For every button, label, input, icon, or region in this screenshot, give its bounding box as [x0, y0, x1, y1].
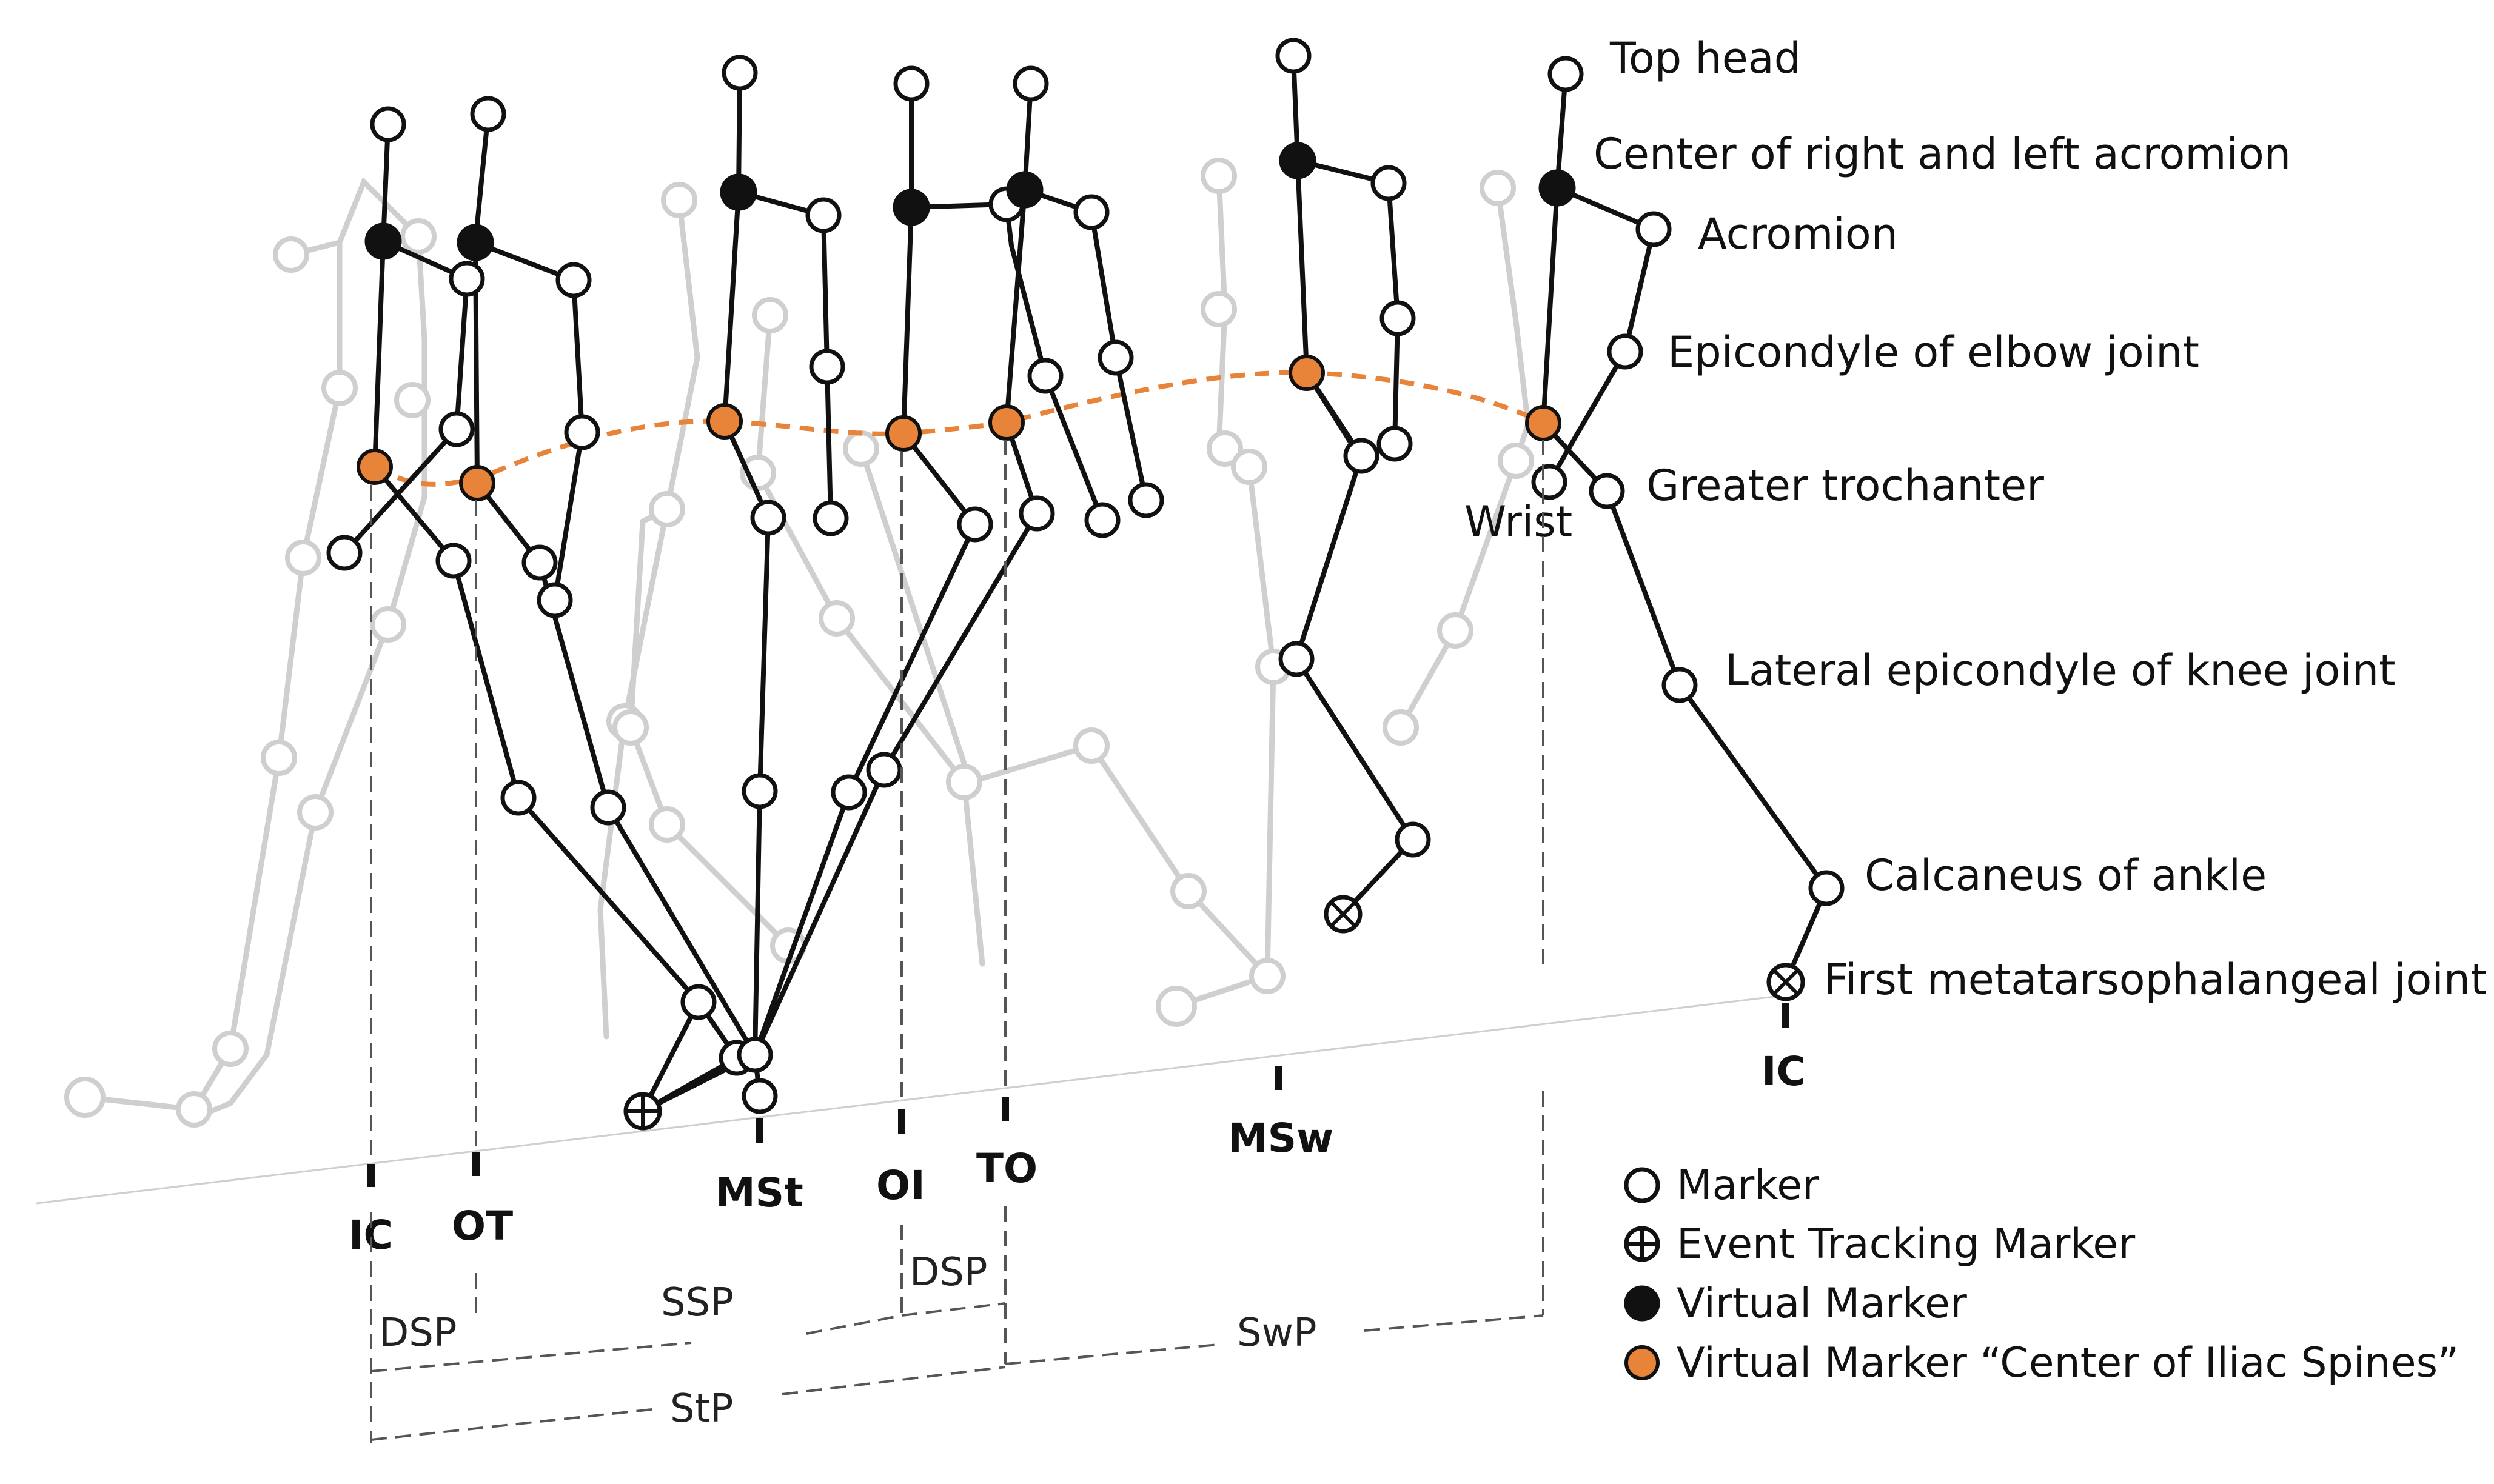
phase-swp: SwP	[1237, 1311, 1317, 1355]
virtual-markers	[364, 142, 1576, 261]
legend-label-virtual-marker-iliac: Virtual Marker “Center of Iliac Spines”	[1677, 1339, 2459, 1387]
event-mst: MSt	[716, 1169, 803, 1216]
label-lateral-epicondyle-knee: Lateral epicondyle of knee joint	[1725, 646, 2396, 695]
event-to: TO	[976, 1145, 1037, 1192]
event-tracking-marker-2	[1324, 895, 1363, 934]
markers	[326, 38, 1845, 1114]
ground-line	[36, 993, 1795, 1205]
legend-item-virtual-marker: Virtual Marker	[1624, 1280, 1967, 1328]
event-msw: MSw	[1228, 1115, 1333, 1161]
label-acromion: Acromion	[1698, 209, 1898, 259]
label-first-mtp: First metatarsophalangeal joint	[1824, 955, 2487, 1004]
label-center-acromion: Center of right and left acromion	[1594, 129, 2291, 179]
event-ic-last: IC	[1762, 1048, 1806, 1095]
event-ot: OT	[452, 1203, 513, 1249]
legend-label-virtual-marker: Virtual Marker	[1677, 1280, 1967, 1328]
legend-label-event-tracking: Event Tracking Marker	[1677, 1220, 2135, 1268]
event-tracking-marker-1	[623, 1092, 662, 1131]
phase-stp: StP	[670, 1386, 733, 1431]
ghost-markers	[64, 158, 1534, 1128]
label-greater-trochanter: Greater trochanter	[1646, 461, 2044, 510]
legend-label-marker: Marker	[1677, 1161, 1819, 1209]
label-top-head: Top head	[1609, 33, 1801, 83]
phase-dsp-second: DSP	[910, 1250, 988, 1295]
iliac-center-markers	[357, 355, 1561, 501]
legend: Marker Event Tracking Marker Virtual Mar…	[1624, 1161, 2459, 1387]
phase-dsp-first: DSP	[379, 1311, 457, 1355]
event-guides	[370, 440, 1544, 1164]
event-tracking-marker-3	[1766, 963, 1805, 1001]
event-oi: OI	[876, 1162, 925, 1209]
ghost-skeletons	[82, 173, 1531, 1118]
legend-item-event-tracking-marker: Event Tracking Marker	[1624, 1220, 2135, 1268]
legend-item-marker: Marker	[1624, 1161, 1819, 1209]
label-calcaneus: Calcaneus of ankle	[1865, 851, 2267, 900]
event-tracking-markers	[623, 895, 1805, 1131]
event-ticks	[367, 1003, 1789, 1187]
phase-labels: DSP SSP DSP SwP StP	[379, 1250, 1317, 1431]
label-wrist: Wrist	[1464, 497, 1572, 547]
legend-item-virtual-marker-iliac: Virtual Marker “Center of Iliac Spines”	[1624, 1339, 2459, 1387]
label-epicondyle-elbow: Epicondyle of elbow joint	[1668, 327, 2199, 377]
marker-labels: Top head Center of right and left acromi…	[1464, 33, 2487, 1004]
phase-brackets	[370, 1091, 1544, 1443]
phase-ssp: SSP	[661, 1280, 734, 1325]
